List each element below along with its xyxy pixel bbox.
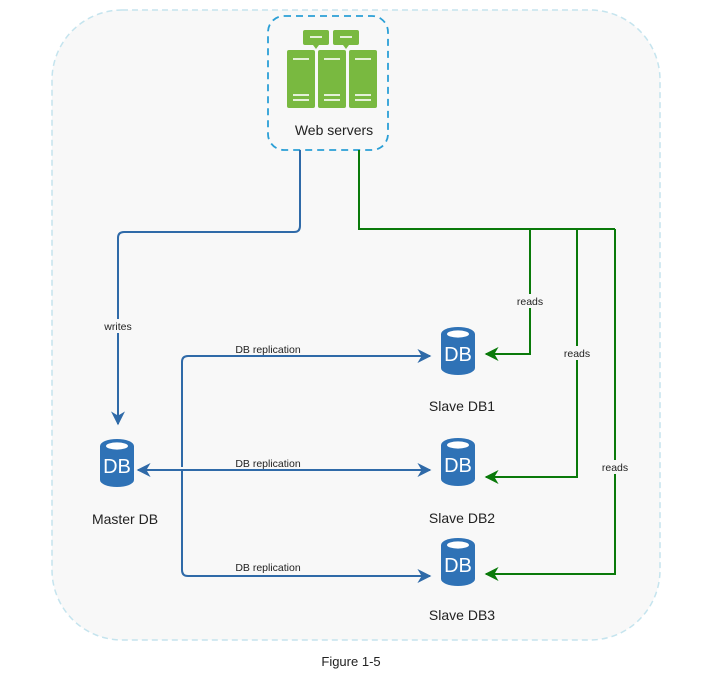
slave-db2-node[interactable]: DB Slave DB2	[429, 438, 495, 526]
writes-edge: writes	[100, 150, 301, 426]
slave-db3-label: Slave DB3	[429, 607, 495, 623]
svg-text:DB: DB	[103, 456, 131, 478]
master-db-label: Master DB	[92, 511, 158, 527]
writes-label: writes	[103, 321, 131, 333]
svg-text:DB: DB	[444, 455, 472, 477]
svg-text:DB: DB	[444, 344, 472, 366]
replication-edge-db3: DB replication	[181, 470, 432, 583]
web-servers-node[interactable]: Web servers	[267, 15, 389, 151]
database-icon: DB	[441, 438, 475, 486]
slave-db1-node[interactable]: DB Slave DB1	[429, 327, 495, 414]
reads-label-db1: reads	[517, 296, 543, 308]
reads-edge-db2: reads	[484, 229, 595, 484]
reads-edge-db1: reads	[484, 229, 548, 361]
database-icon: DB	[441, 538, 475, 586]
replication-label-db3: DB replication	[235, 562, 301, 574]
replication-label-db1: DB replication	[235, 344, 301, 356]
figure-caption: Figure 1-5	[321, 654, 380, 669]
slave-db3-node[interactable]: DB Slave DB3	[429, 538, 495, 623]
reads-edge-db3: reads	[484, 229, 633, 581]
slave-db1-label: Slave DB1	[429, 398, 495, 414]
replication-edge-db1: DB replication	[181, 344, 432, 467]
database-icon: DB	[100, 439, 134, 487]
master-db-node[interactable]: DB Master DB	[92, 439, 158, 527]
data-tier-boundary	[51, 9, 661, 641]
replication-label-db2: DB replication	[235, 458, 301, 470]
server-rack-icon	[287, 30, 377, 108]
web-servers-label: Web servers	[295, 122, 373, 138]
reads-label-db3: reads	[602, 462, 628, 474]
slave-db2-label: Slave DB2	[429, 510, 495, 526]
reads-label-db2: reads	[564, 348, 590, 360]
replication-edge-db2: DB replication	[136, 458, 432, 477]
svg-text:DB: DB	[444, 555, 472, 577]
database-icon: DB	[441, 327, 475, 375]
